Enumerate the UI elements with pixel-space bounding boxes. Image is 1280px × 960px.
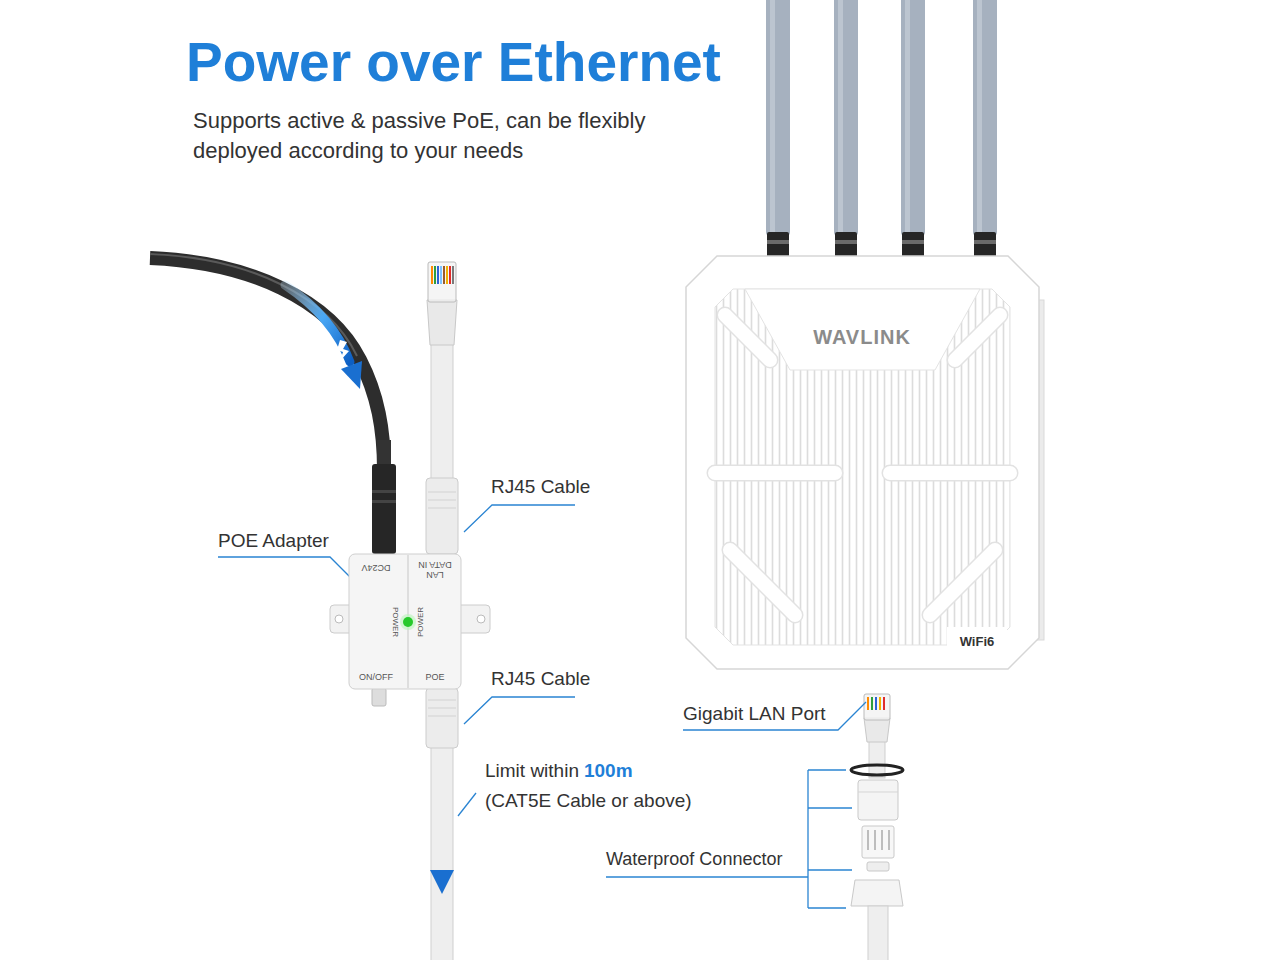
adapter-body: [349, 554, 461, 689]
led-label: POWER: [391, 607, 400, 637]
router-groove: [725, 315, 770, 360]
router-groove: [725, 315, 770, 360]
distance-value: 100m: [584, 760, 633, 783]
badge-patch: [947, 627, 1007, 657]
router-groove: [730, 550, 795, 615]
router-ribs: [715, 289, 1010, 645]
rj45-cable-in: [426, 262, 458, 554]
logo-panel: [745, 289, 980, 370]
part-label: Waterproof Connector: [606, 849, 782, 871]
router-groove: [730, 550, 795, 615]
note: Limit within: [485, 760, 579, 783]
router-groove: [930, 550, 995, 615]
waterproof-connector: [851, 694, 903, 960]
led-label: POWER: [417, 607, 426, 637]
router-body: [686, 256, 1039, 669]
router-groove: [930, 550, 995, 615]
router-groove: [890, 466, 1010, 480]
wifi-badge: WiFi6: [960, 635, 995, 649]
router-groove: [955, 315, 1000, 360]
power-cable: [150, 254, 396, 554]
part-label: RJ45 Cable: [491, 476, 590, 499]
port-label: DC24V: [361, 562, 390, 572]
antennas: [766, 0, 997, 258]
router-groove: [890, 465, 1010, 482]
node-outline: [348, 553, 462, 690]
port-label: POE: [425, 673, 444, 683]
title: Power over Ethernet: [186, 32, 721, 93]
brand-logo: WAVLINK: [813, 326, 911, 348]
led-glow: [400, 614, 416, 630]
subtitle: Supports active & passive PoE, can be fl…: [193, 106, 733, 166]
rj45-cable-out: [426, 688, 458, 960]
part-label: RJ45 Cable: [491, 668, 590, 691]
router-groove: [715, 465, 835, 482]
node-outline: [685, 255, 1040, 670]
switch-label: ON/OFF: [359, 673, 393, 683]
poe-adapter: DC24V LAN DATA IN POWER POWER ON/OFF POE: [348, 553, 462, 690]
port-label: LAN DATA IN: [414, 559, 456, 579]
part-label: POE Adapter: [218, 530, 329, 553]
power-led: [403, 617, 413, 627]
part-label: Gigabit LAN Port: [683, 703, 826, 726]
note: (CAT5E Cable or above): [485, 790, 692, 813]
router-groove: [715, 466, 835, 480]
outdoor-access-point: WAVLINK WiFi6: [685, 255, 1040, 670]
router-groove: [955, 315, 1000, 360]
